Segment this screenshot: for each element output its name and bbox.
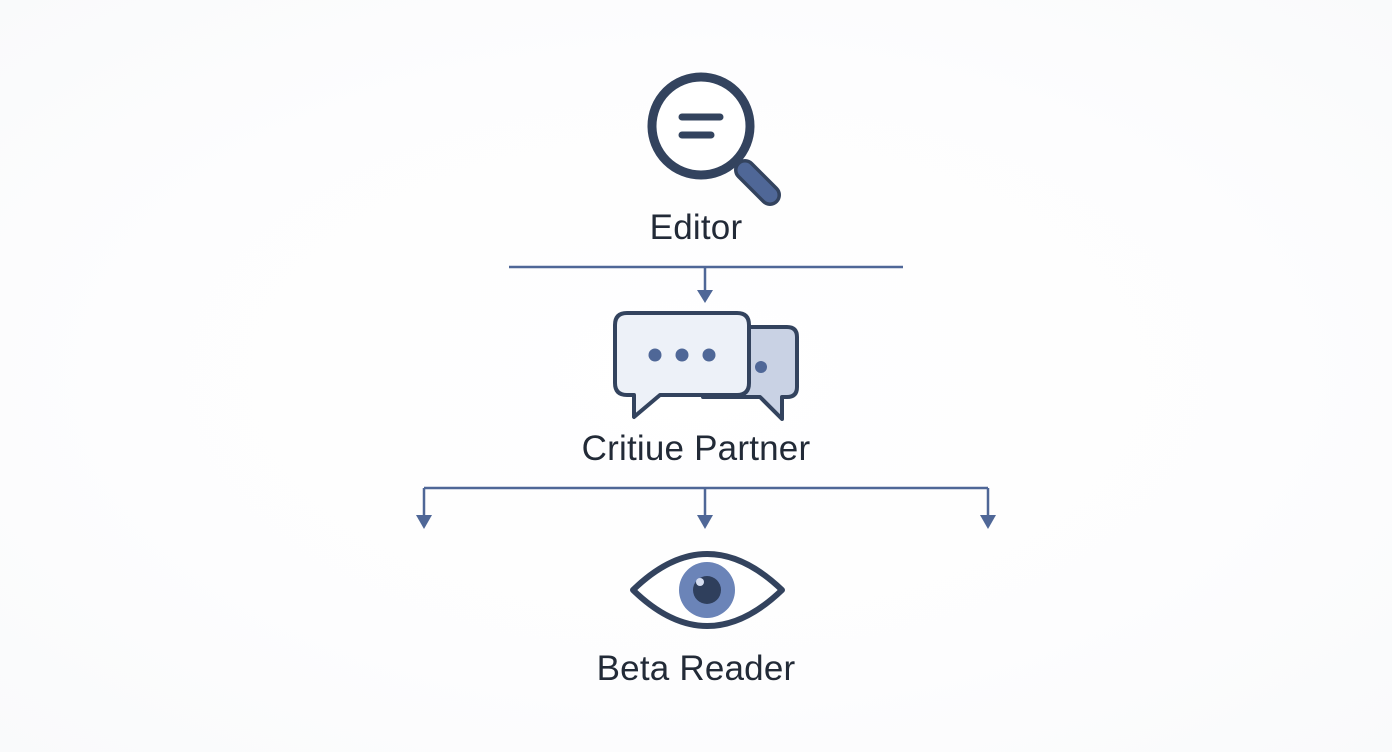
- chat-bubbles-icon: [613, 311, 799, 421]
- editor-label: Editor: [649, 208, 743, 247]
- eye-icon: [630, 551, 785, 629]
- magnifying-glass-icon: [647, 72, 781, 206]
- critique-partner-label: Critiue Partner: [581, 429, 811, 468]
- beta-reader-label: Beta Reader: [596, 649, 796, 688]
- connector-editor-to-critique: [509, 265, 903, 303]
- connector-critique-branches: [416, 486, 996, 529]
